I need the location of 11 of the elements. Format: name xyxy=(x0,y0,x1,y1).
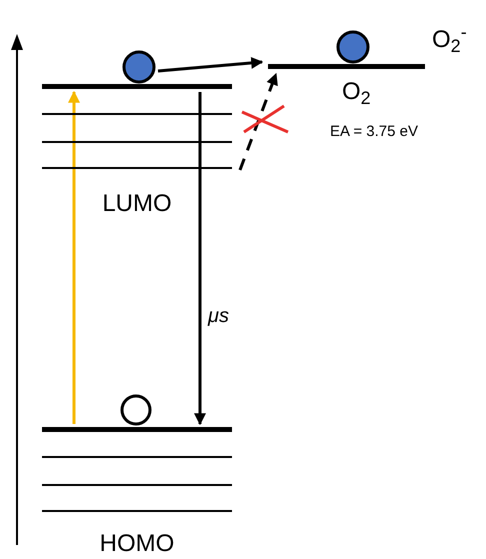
arrow xyxy=(238,72,278,171)
hole-circle xyxy=(120,394,152,426)
arrow xyxy=(194,92,206,426)
band-label: LUMO xyxy=(101,192,173,216)
level-label: EA = 3.75 eV xyxy=(330,124,418,139)
electron-circle xyxy=(122,50,156,84)
arrow xyxy=(158,56,264,72)
electron-circle xyxy=(336,30,370,64)
band-label: HOMO xyxy=(98,532,176,556)
arrow xyxy=(68,90,80,424)
level-label: O$_{2}$ xyxy=(342,80,371,104)
